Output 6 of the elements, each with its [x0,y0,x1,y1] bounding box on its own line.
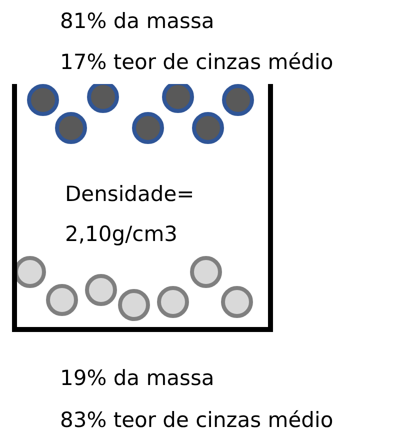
container-outline [12,84,273,332]
ash-content-text: 17% teor de cinzas médio [60,49,334,75]
mass-share-text: 81% da massa [60,8,214,34]
mass-share-text: 19% da massa [60,365,214,391]
density-text: Densidade= 2,10g/cm3 [65,181,196,248]
ash-content-text: 83% teor de cinzas médio [60,407,334,433]
